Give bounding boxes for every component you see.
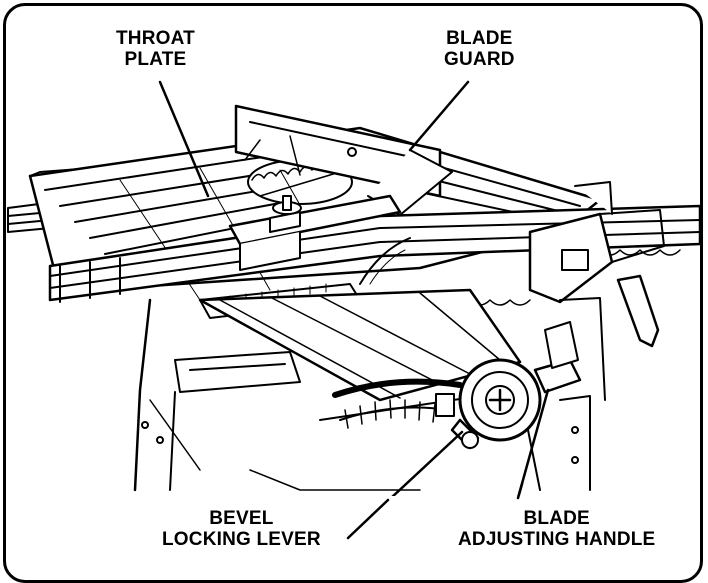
bevel-locking-lever [450, 418, 480, 450]
blade-guard-label: BLADE GUARD [440, 28, 519, 70]
throat-plate-label-line1: THROAT [116, 28, 195, 49]
throat-plate-label: THROAT PLATE [112, 28, 199, 70]
fence-lock-assembly [528, 181, 665, 348]
bevel-locking-lever-label: BEVEL LOCKING LEVER [158, 508, 325, 550]
blade-adjusting-handle-label: BLADE ADJUSTING HANDLE [454, 508, 660, 550]
throat-plate-leader [158, 80, 210, 198]
bevel-scale [332, 378, 463, 429]
miter-table [174, 288, 522, 402]
blade-guard-label-line1: BLADE [446, 28, 513, 49]
blade-adjusting-handle-label-line1: BLADE [523, 508, 590, 529]
blade-handle-leader [516, 388, 550, 500]
bevel-locking-lever-label-line2: LOCKING LEVER [162, 529, 321, 550]
rip-fence [228, 194, 402, 271]
blade-adjusting-handle-label-line2: ADJUSTING HANDLE [458, 529, 656, 550]
blade-adjusting-handwheel [458, 321, 582, 442]
throat-plate-label-line2: PLATE [124, 49, 187, 70]
blade-guard [234, 104, 453, 216]
blade-guard-leader [408, 80, 470, 152]
bevel-locking-lever-label-line1: BEVEL [209, 508, 274, 529]
blade-guard-label-line2: GUARD [444, 49, 515, 70]
table-saw-illustration [7, 80, 702, 540]
